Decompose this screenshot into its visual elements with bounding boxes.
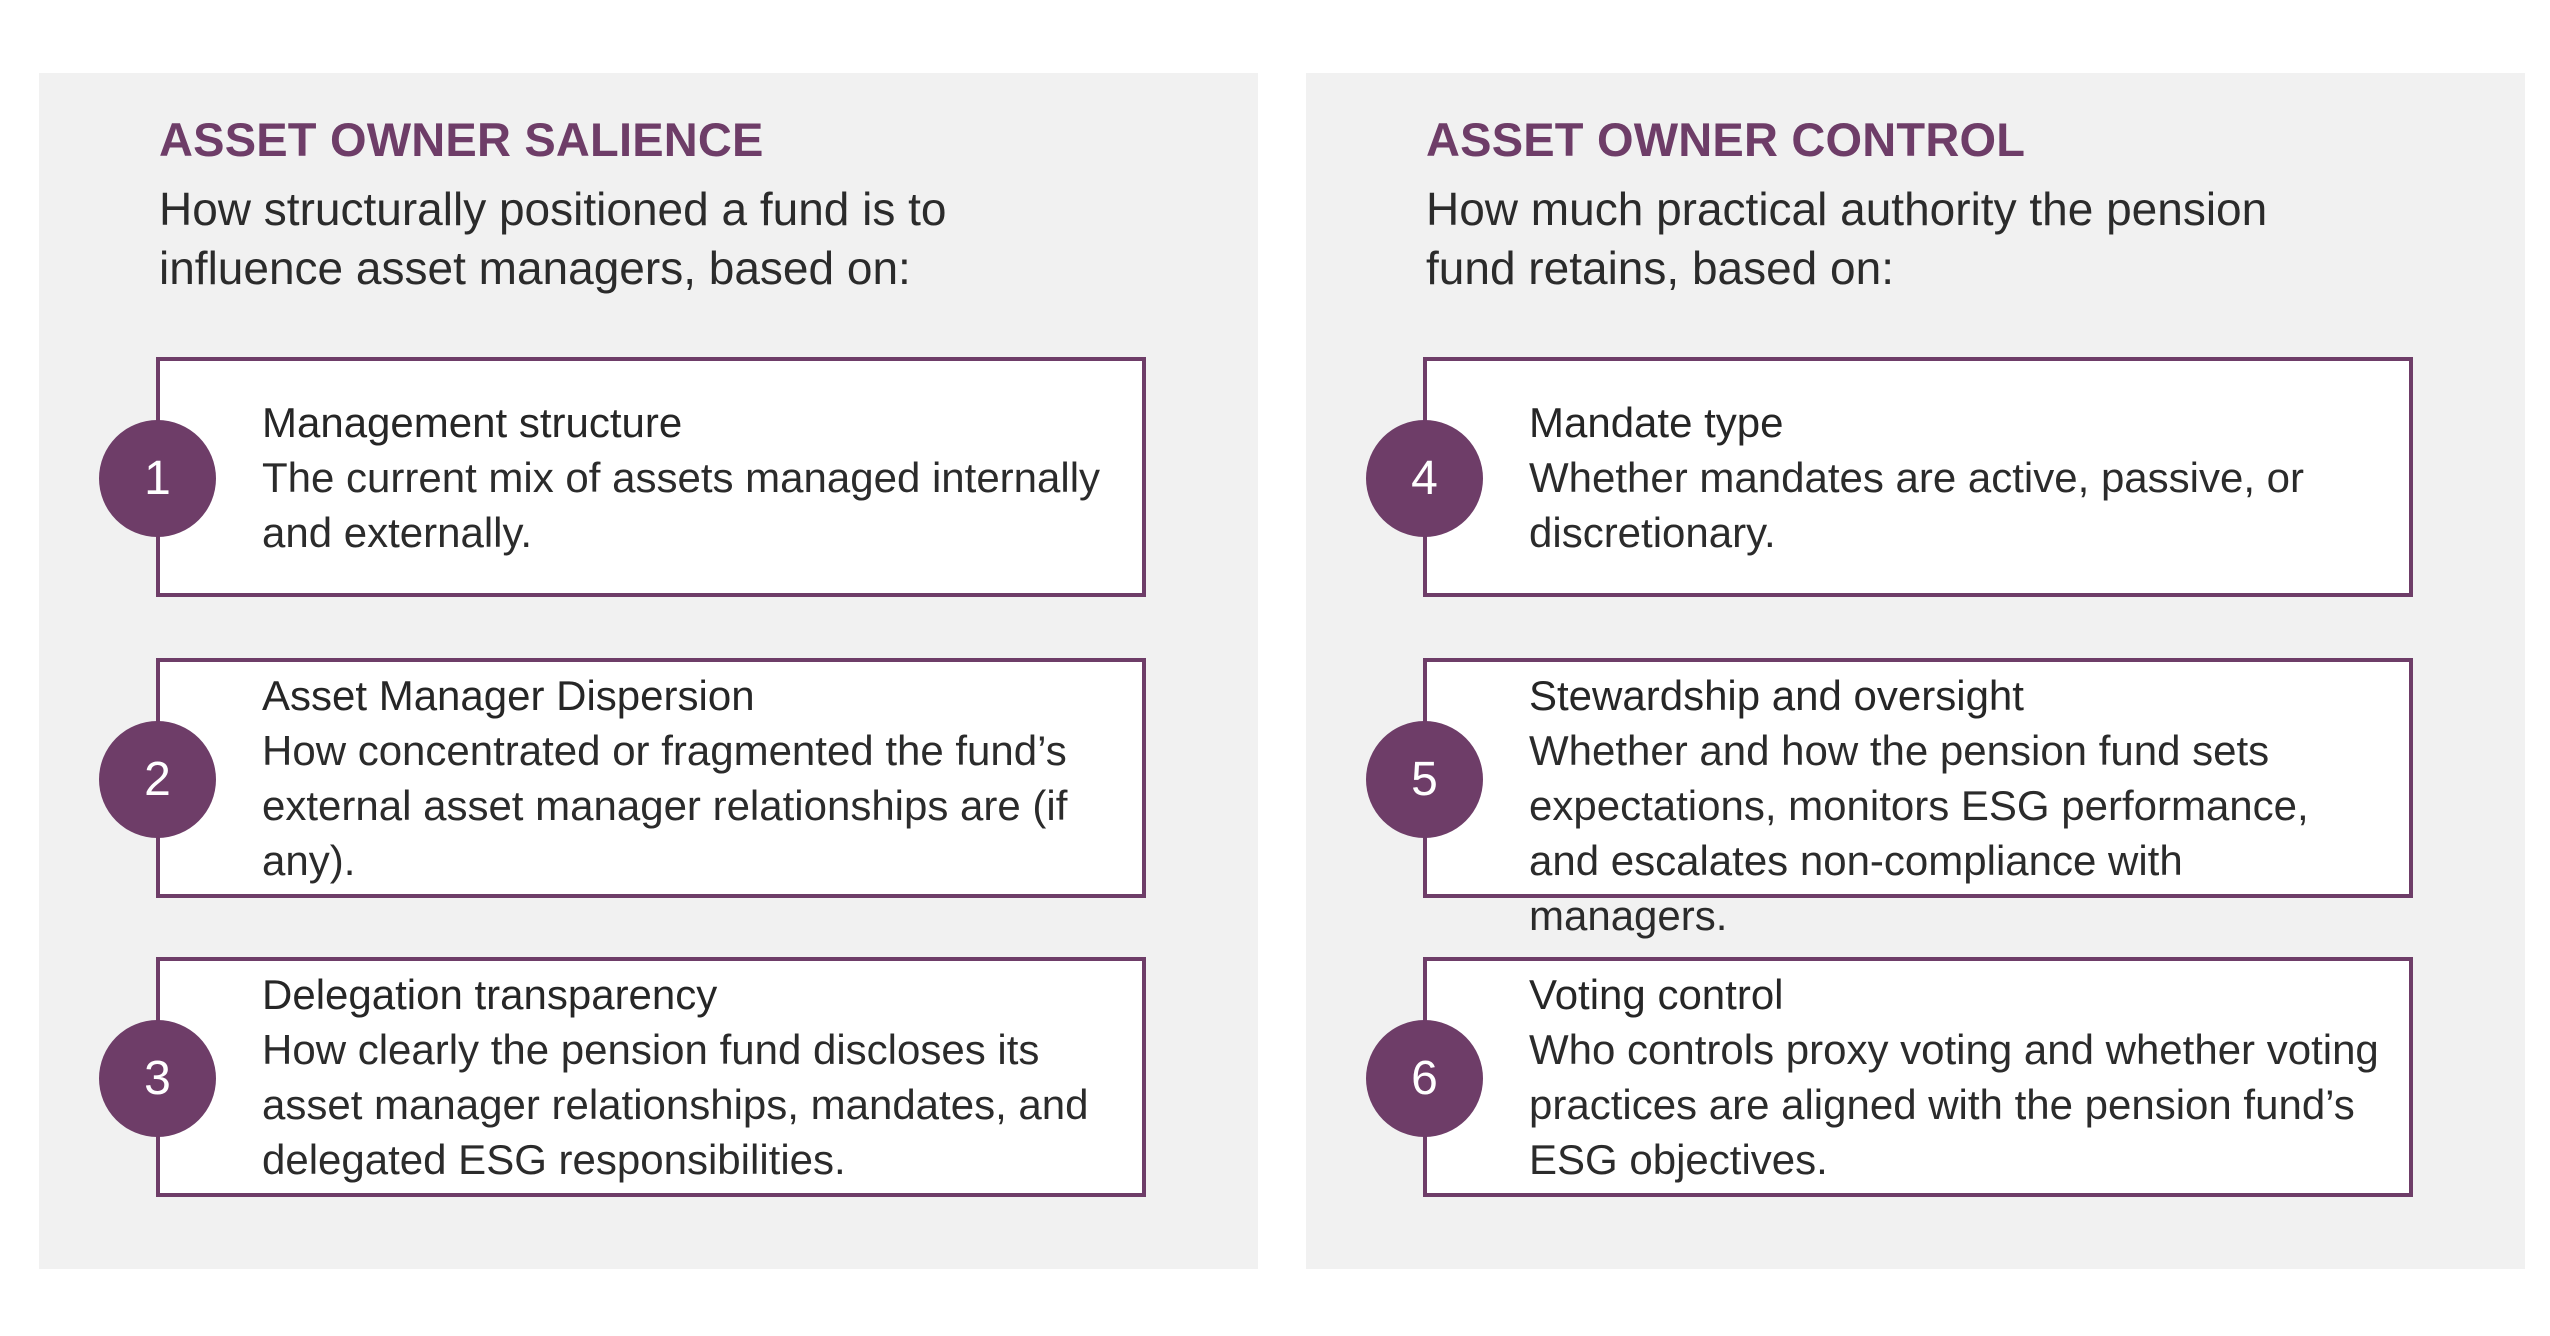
card-text: Management structure The current mix of … xyxy=(262,395,1122,560)
panel-title: ASSET OWNER SALIENCE xyxy=(159,113,764,166)
factor-card-management-structure: 1 Management structure The current mix o… xyxy=(99,357,1146,597)
card-text: Mandate type Whether mandates are active… xyxy=(1529,395,2389,560)
number-badge: 1 xyxy=(99,420,216,537)
card-text: Asset Manager Dispersion How concentrate… xyxy=(262,668,1122,888)
factor-card-asset-manager-dispersion: 2 Asset Manager Dispersion How concentra… xyxy=(99,658,1146,898)
panel-subtitle: How structurally positioned a fund is to… xyxy=(159,183,947,294)
card-heading: Delegation transparency xyxy=(262,971,718,1018)
card-heading: Management structure xyxy=(262,399,683,446)
card-body: How concentrated or fragmented the fund’… xyxy=(262,727,1068,884)
number-badge: 2 xyxy=(99,721,216,838)
card-body: How clearly the pension fund discloses i… xyxy=(262,1026,1089,1183)
card-heading: Mandate type xyxy=(1529,399,1784,446)
panel-title: ASSET OWNER CONTROL xyxy=(1426,113,2026,166)
card-body: Who controls proxy voting and whether vo… xyxy=(1529,1026,2379,1183)
factor-card-voting-control: 6 Voting control Who controls proxy voti… xyxy=(1366,957,2413,1197)
card-body: Whether and how the pension fund sets ex… xyxy=(1529,727,2309,939)
card-body: Whether mandates are active, passive, or… xyxy=(1529,454,2305,556)
asset-owner-control-panel: ASSET OWNER CONTROL How much practical a… xyxy=(1306,73,2525,1269)
number-badge: 3 xyxy=(99,1020,216,1137)
number-badge: 6 xyxy=(1366,1020,1483,1137)
panel-subtitle: How much practical authority the pension… xyxy=(1426,183,2268,294)
card-text: Stewardship and oversight Whether and ho… xyxy=(1529,668,2389,943)
factor-card-mandate-type: 4 Mandate type Whether mandates are acti… xyxy=(1366,357,2413,597)
number-badge: 5 xyxy=(1366,721,1483,838)
card-heading: Asset Manager Dispersion xyxy=(262,672,755,719)
card-body: The current mix of assets managed intern… xyxy=(262,454,1101,556)
number-badge: 4 xyxy=(1366,420,1483,537)
asset-owner-salience-panel: ASSET OWNER SALIENCE How structurally po… xyxy=(39,73,1258,1269)
factor-card-stewardship-and-oversight: 5 Stewardship and oversight Whether and … xyxy=(1366,658,2413,939)
card-heading: Voting control xyxy=(1529,971,1784,1018)
factor-card-delegation-transparency: 3 Delegation transparency How clearly th… xyxy=(99,957,1146,1197)
card-heading: Stewardship and oversight xyxy=(1529,672,2024,719)
card-text: Voting control Who controls proxy voting… xyxy=(1529,967,2389,1187)
card-text: Delegation transparency How clearly the … xyxy=(262,967,1122,1187)
